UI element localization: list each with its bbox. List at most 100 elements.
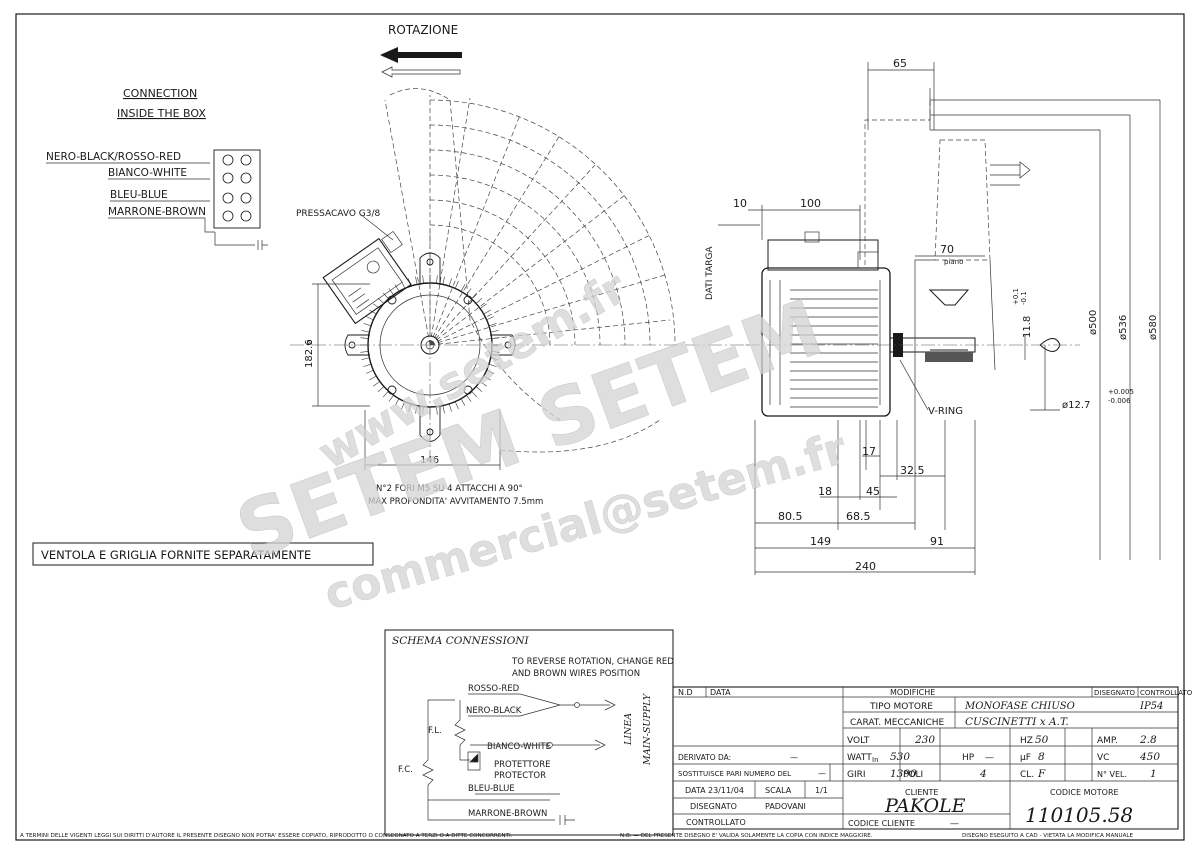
- mechanical-features: CUSCINETTI x A.T.: [965, 716, 1069, 728]
- svg-text:SOSTITUISCE PARI NUMERO DEL: SOSTITUISCE PARI NUMERO DEL: [678, 770, 791, 778]
- schema-protector-en: PROTECTOR: [494, 771, 546, 781]
- wire-label-brown: MARRONE-BROWN: [108, 206, 206, 218]
- dim-80-5: 80.5: [778, 510, 803, 523]
- connection-box: CONNECTION INSIDE THE BOX NERO-BLACK/ROS…: [46, 87, 268, 250]
- amp-value: 2.8: [1139, 734, 1157, 746]
- svg-text:VOLT: VOLT: [847, 736, 870, 746]
- svg-text:POLI: POLI: [903, 770, 923, 780]
- poles-value: 4: [979, 768, 987, 780]
- side-view: 65 10 100 DATI TARGA 70 piano ø500 ø536 …: [705, 57, 1161, 575]
- svg-text:-0.006: -0.006: [1108, 397, 1131, 405]
- v-ring-icon: [893, 333, 903, 357]
- svg-text:CLIENTE: CLIENTE: [905, 788, 938, 797]
- svg-text:MODIFICHE: MODIFICHE: [890, 688, 935, 697]
- terminal-block: [213, 149, 261, 229]
- dim-580: ø580: [1148, 315, 1159, 340]
- connection-title: CONNECTION: [123, 87, 197, 100]
- schema-title: SCHEMA CONNESSIONI: [392, 635, 530, 647]
- schema-blue: BLEU-BLUE: [468, 784, 515, 794]
- svg-text:N° VEL.: N° VEL.: [1097, 770, 1127, 779]
- rotation-arrow-outline-icon: [381, 66, 461, 78]
- speeds-value: 1: [1150, 768, 1157, 780]
- schema-red: ROSSO-RED: [468, 684, 520, 694]
- mounting-note-2: MAX PROFONDITA' AVVITAMENTO 7.5mm: [368, 497, 543, 507]
- svg-text:—: —: [790, 753, 798, 762]
- cable-gland-label: PRESSACAVO G3/8: [296, 209, 380, 219]
- dim-45: 45: [866, 485, 880, 498]
- dim-11-8: 11.8: [1022, 316, 1033, 338]
- vc-value: 450: [1139, 751, 1160, 763]
- dim-10: 10: [733, 197, 747, 210]
- schema-brown: MARRONE-BROWN: [468, 809, 547, 819]
- dim-500: ø500: [1088, 310, 1099, 335]
- dim-70: 70: [940, 243, 954, 256]
- rotation-arrow-icon: [380, 47, 462, 63]
- wire-label-blue: BLEU-BLUE: [110, 189, 168, 201]
- rpm-value: 1390: [890, 768, 917, 780]
- svg-text:VC: VC: [1097, 753, 1109, 763]
- svg-text:ø: ø: [305, 339, 315, 345]
- volt-value: 230: [914, 734, 935, 746]
- dim-100: 100: [800, 197, 821, 210]
- cable-gland-icon: [381, 230, 403, 254]
- wire-label-white: BIANCO-WHITE: [108, 167, 187, 179]
- schema-black: NERO-BLACK: [466, 706, 522, 716]
- svg-text:AMP.: AMP.: [1097, 736, 1118, 746]
- svg-text:DATA: DATA: [685, 786, 706, 795]
- svg-text:-0.1: -0.1: [1020, 291, 1028, 305]
- dim-91: 91: [930, 535, 944, 548]
- dim-536: ø536: [1118, 315, 1129, 340]
- dim-width: 146: [420, 455, 439, 466]
- motor-type: MONOFASE CHIUSO: [964, 701, 1075, 712]
- hz-value: 50: [1035, 734, 1049, 746]
- mounting-note-1: N°2 FORI M5 SU 4 ATTACCHI A 90°: [376, 484, 523, 494]
- svg-text:TIPO MOTORE: TIPO MOTORE: [869, 702, 933, 712]
- svg-text:In: In: [872, 756, 879, 764]
- svg-text:µF: µF: [1020, 753, 1031, 763]
- svg-text:+0.1: +0.1: [1012, 288, 1020, 305]
- nameplate-label: DATI TARGA: [705, 246, 715, 300]
- schema-note-2: AND BROWN WIRES POSITION: [512, 669, 640, 679]
- connection-subtitle: INSIDE THE BOX: [117, 107, 206, 120]
- watt-value: 530: [890, 751, 910, 763]
- svg-text:+0.005: +0.005: [1108, 388, 1134, 396]
- drawing-date: 23/11/04: [708, 786, 744, 795]
- svg-text:CODICE CLIENTE: CODICE CLIENTE: [848, 819, 915, 828]
- svg-text:CONTROLLATO: CONTROLLATO: [686, 818, 746, 827]
- schema-white: BIANCO-WHITE: [487, 742, 551, 752]
- dim-240: 240: [855, 560, 876, 573]
- svg-text:CARAT. MECCANICHE: CARAT. MECCANICHE: [850, 718, 945, 728]
- title-block: N.D DATA MODIFICHE DISEGNATO CONTROLLATO…: [672, 686, 1193, 830]
- schema-linea: LINEA: [623, 713, 634, 746]
- rotation-indicator: ROTAZIONE: [380, 23, 462, 78]
- fan-note: VENTOLA E GRIGLIA FORNITE SEPARATAMENTE: [41, 548, 311, 562]
- wiring-schema: SCHEMA CONNESSIONI TO REVERSE ROTATION, …: [384, 629, 674, 836]
- svg-text:N.D: N.D: [678, 688, 693, 697]
- svg-text:—: —: [985, 753, 994, 763]
- drawn-by: PADOVANI: [765, 802, 806, 811]
- dim-32-5: 32.5: [900, 464, 925, 477]
- svg-text:CONTROLLATO: CONTROLLATO: [1140, 689, 1193, 697]
- schema-fc: F.C.: [398, 765, 413, 775]
- motor-code: 110105.58: [1025, 803, 1133, 827]
- svg-text:DERIVATO DA:: DERIVATO DA:: [678, 753, 731, 762]
- ip-rating: IP54: [1139, 701, 1163, 712]
- svg-text:—: —: [950, 819, 959, 829]
- dim-17: 17: [862, 445, 876, 458]
- capacitor-value: 8: [1038, 751, 1045, 763]
- class-value: F: [1037, 768, 1046, 780]
- svg-text:WATT: WATT: [847, 753, 872, 763]
- client-name: PAKOLE: [884, 795, 966, 817]
- svg-text:DATA: DATA: [710, 688, 731, 697]
- v-ring-label: V-RING: [928, 406, 963, 417]
- footer-note: N.B. — DEL PRESENTE DISEGNO E' VALIDA SO…: [620, 833, 873, 839]
- dim-149: 149: [810, 535, 831, 548]
- schema-fl: F.L.: [428, 726, 442, 736]
- dim-18: 18: [818, 485, 832, 498]
- schema-note-1: TO REVERSE ROTATION, CHANGE RED: [511, 657, 674, 667]
- schema-main: MAIN-SUPPLY: [642, 692, 653, 766]
- footer-cad: DISEGNO ESEGUITO A CAD - VIETATA LA MODI…: [962, 833, 1134, 839]
- watermark: www.setem.fr SETEM SETEM commercial@sete…: [225, 262, 852, 621]
- drawing-frame: [15, 13, 1185, 841]
